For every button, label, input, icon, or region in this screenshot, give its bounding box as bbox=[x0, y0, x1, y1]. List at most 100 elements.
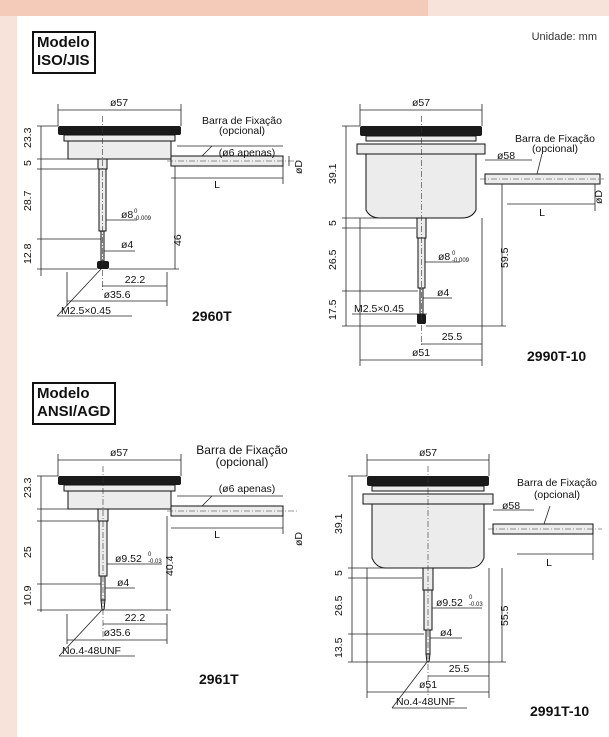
dim-height-55-5: 55.5 bbox=[499, 605, 511, 626]
tol-upper: 0 bbox=[469, 595, 473, 601]
thread-label: M2.5×0.45 bbox=[61, 305, 111, 317]
dim-oD: øD bbox=[293, 160, 305, 174]
dim-dia-58: ø58 bbox=[497, 150, 515, 162]
dial-body bbox=[67, 490, 172, 510]
dim-dia-57: ø57 bbox=[110, 447, 128, 459]
tol-lower: -0.009 bbox=[134, 216, 152, 222]
dim-dia-57: ø57 bbox=[110, 97, 128, 109]
dim-dia-4: ø4 bbox=[121, 239, 133, 251]
dim-dia-4: ø4 bbox=[117, 577, 129, 589]
dim-height-5: 5 bbox=[327, 220, 339, 226]
dim-width-25-5: 25.5 bbox=[442, 331, 463, 343]
model-box-ansi-agd: Modelo ANSI/AGD bbox=[32, 382, 117, 425]
dim-dia-57: ø57 bbox=[412, 97, 430, 109]
clamp-bar-label: Barra de Fixação bbox=[515, 133, 595, 145]
clamp-bar-note: (ø6 apenas) bbox=[219, 147, 276, 159]
model-number-2991t-10: 2991T-10 bbox=[530, 703, 589, 719]
dim-L: L bbox=[539, 207, 545, 219]
dim-height-25: 25 bbox=[22, 546, 34, 558]
dim-height-17-5: 17.5 bbox=[327, 299, 339, 320]
drawing-sheet: Unidade: mm Modelo ISO/JIS Modelo ANSI/A… bbox=[17, 16, 609, 737]
drawing-2990t-10: ø57 Barra de Fixação (opcional) ø58 L øD bbox=[327, 97, 605, 366]
dim-oD: øD bbox=[593, 190, 605, 204]
dim-dia-9-52: ø9.52 bbox=[436, 597, 463, 609]
dim-height-26-5: 26.5 bbox=[327, 249, 339, 270]
bezel-knurl bbox=[360, 126, 482, 136]
clamp-bar-label: Barra de Fixação bbox=[517, 477, 597, 489]
dim-height-5: 5 bbox=[22, 160, 34, 166]
dim-width-22-2: 22.2 bbox=[125, 612, 146, 624]
dim-L: L bbox=[214, 179, 220, 191]
dim-height-39-1: 39.1 bbox=[327, 163, 339, 184]
dim-height-23-3: 23.3 bbox=[22, 127, 34, 148]
dim-height-12-8: 12.8 bbox=[22, 243, 34, 264]
dim-dia-9-52: ø9.52 bbox=[115, 553, 142, 565]
dial-body bbox=[67, 140, 172, 160]
dim-dia-8: ø8 bbox=[438, 251, 450, 263]
dim-height-23-3: 23.3 bbox=[22, 477, 34, 498]
bezel-knurl bbox=[58, 126, 181, 135]
drawing-2960t: ø57 Barra de Fixação (opcional) (ø6 apen… bbox=[22, 97, 305, 324]
contact-rod bbox=[419, 287, 424, 315]
dim-height-40-4: 40.4 bbox=[164, 555, 176, 576]
model-number-2960t: 2960T bbox=[192, 308, 232, 324]
contact-point bbox=[97, 261, 109, 269]
dim-height-13-5: 13.5 bbox=[333, 637, 345, 658]
thread-label: No.4-48UNF bbox=[396, 696, 455, 708]
model-box-line1: Modelo bbox=[37, 34, 90, 51]
tol-lower: -0.03 bbox=[148, 559, 162, 565]
dim-height-10-9: 10.9 bbox=[22, 585, 34, 606]
dim-width-22-2: 22.2 bbox=[125, 274, 146, 286]
bezel-ring bbox=[63, 134, 176, 142]
dim-width-25-5: 25.5 bbox=[449, 663, 470, 675]
clamp-bar-label: Barra de Fixação bbox=[196, 443, 288, 457]
clamp-bar-optional: (opcional) bbox=[216, 455, 269, 469]
model-box-line2: ISO/JIS bbox=[37, 52, 90, 69]
clamp-bar-optional: (opcional) bbox=[532, 143, 578, 155]
dim-height-39-1: 39.1 bbox=[333, 513, 345, 534]
dim-oD: øD bbox=[293, 532, 305, 546]
model-number-2990t-10: 2990T-10 bbox=[527, 348, 586, 364]
header-tab bbox=[0, 0, 428, 16]
model-box-line2: ANSI/AGD bbox=[37, 403, 111, 420]
unit-label: Unidade: mm bbox=[531, 31, 597, 43]
bezel-ring bbox=[365, 135, 477, 142]
clamp-bar-optional: (opcional) bbox=[219, 125, 265, 137]
dim-dia-35-6: ø35.6 bbox=[104, 289, 131, 301]
dim-dia-4: ø4 bbox=[437, 287, 449, 299]
dim-dia-8: ø8 bbox=[121, 209, 133, 221]
dim-height-5: 5 bbox=[333, 570, 345, 576]
dim-height-26-5: 26.5 bbox=[333, 595, 345, 616]
drawing-2991t-10: ø57 Barra de Fixação (opcional) ø58 L bbox=[333, 447, 602, 719]
dim-height-28-7: 28.7 bbox=[22, 190, 34, 211]
drawing-2961t: ø57 Barra de Fixação (opcional) (ø6 apen… bbox=[22, 443, 305, 687]
spindle bbox=[98, 168, 107, 232]
dim-dia-35-6: ø35.6 bbox=[104, 627, 131, 639]
dim-dia-51: ø51 bbox=[419, 679, 437, 691]
thread-label: M2.5×0.45 bbox=[354, 303, 404, 315]
clamp-bar-note: (ø6 apenas) bbox=[219, 483, 276, 495]
dim-dia-51: ø51 bbox=[412, 347, 430, 359]
dial-body bbox=[365, 153, 477, 219]
dim-dia-4: ø4 bbox=[440, 627, 452, 639]
dim-dia-58: ø58 bbox=[502, 500, 520, 512]
clamp-bar-optional: (opcional) bbox=[534, 489, 580, 501]
dim-dia-57: ø57 bbox=[419, 447, 437, 459]
clamp-bar-label: Barra de Fixação bbox=[202, 115, 282, 127]
model-box-line1: Modelo bbox=[37, 385, 90, 402]
dim-height-46: 46 bbox=[172, 234, 184, 246]
thread-label: No.4-48UNF bbox=[62, 645, 121, 657]
model-number-2961t: 2961T bbox=[199, 671, 239, 687]
dim-L: L bbox=[546, 557, 552, 569]
contact-point bbox=[100, 599, 106, 611]
bezel-knurl bbox=[58, 476, 181, 485]
dial-ring-58 bbox=[356, 143, 486, 155]
bezel-ring bbox=[63, 484, 176, 492]
model-box-iso-jis: Modelo ISO/JIS bbox=[32, 31, 96, 74]
tol-upper: 0 bbox=[134, 209, 138, 215]
tol-upper: 0 bbox=[452, 251, 456, 257]
tol-lower: -0.03 bbox=[469, 602, 483, 608]
dim-height-59-5: 59.5 bbox=[499, 247, 511, 268]
tol-lower: -0.009 bbox=[452, 258, 470, 264]
